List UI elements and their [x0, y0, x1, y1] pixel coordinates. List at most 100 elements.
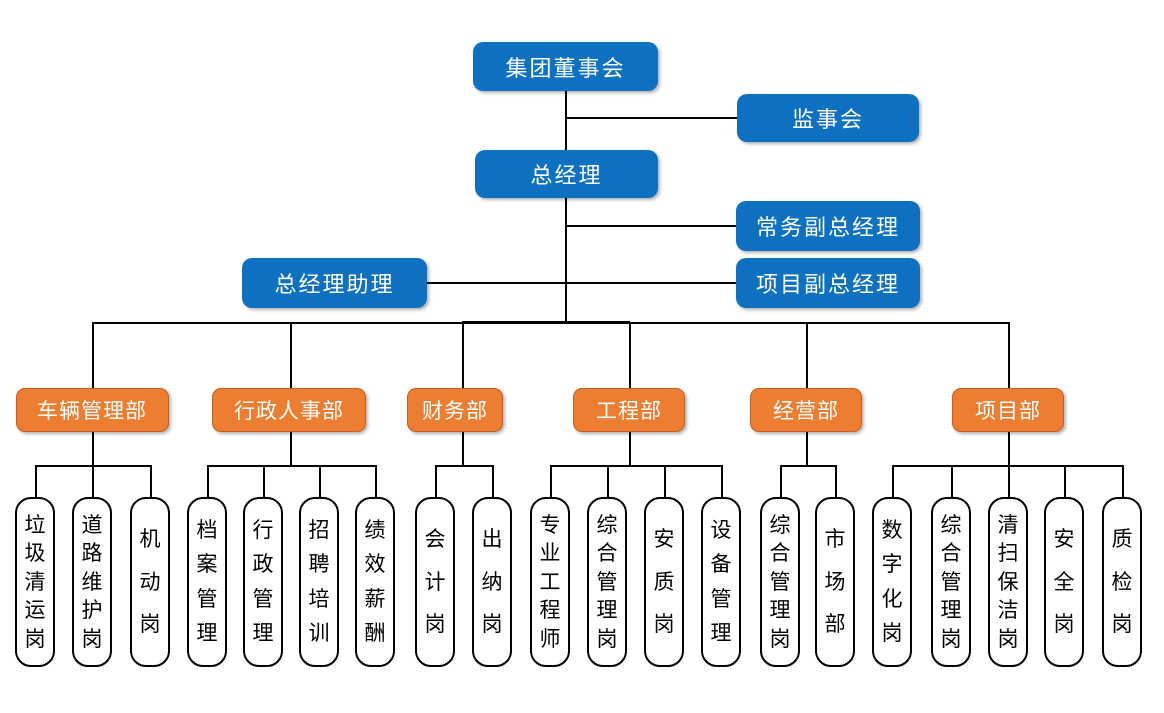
- position-char: 业: [539, 541, 561, 565]
- position-char: 理: [196, 620, 218, 645]
- position-char: 检: [1111, 569, 1133, 594]
- connector-line: [1122, 465, 1124, 497]
- position-char: 岗: [596, 626, 618, 651]
- position-char: 培: [308, 586, 330, 611]
- connector-line: [435, 465, 492, 467]
- position-char: 案: [196, 552, 218, 577]
- connector-line: [1064, 465, 1066, 497]
- node-gm-assistant: 总经理助理: [242, 258, 427, 308]
- position-node-3-0: 专业工程师: [530, 497, 570, 667]
- position-char: 行: [252, 518, 274, 543]
- connector-line: [565, 198, 567, 323]
- connector-line: [263, 465, 265, 497]
- position-node-5-2: 清扫保洁岗: [988, 497, 1028, 667]
- position-char: 扫: [997, 541, 1019, 565]
- department-label: 行政人事部: [234, 400, 344, 423]
- position-node-2-0: 会计岗: [415, 497, 455, 667]
- connector-line: [806, 322, 808, 388]
- department-label: 车辆管理部: [37, 400, 147, 423]
- department-label: 财务部: [422, 400, 488, 423]
- position-char: 管: [769, 569, 791, 594]
- position-char: 岗: [653, 612, 675, 637]
- connector-line: [92, 322, 94, 388]
- connector-line: [565, 91, 567, 151]
- position-char: 管: [252, 586, 274, 611]
- position-char: 备: [710, 552, 732, 577]
- position-char: 绩: [364, 518, 386, 543]
- position-node-0-2: 机动岗: [130, 497, 170, 667]
- connector-line: [35, 465, 37, 497]
- position-char: 机: [139, 526, 161, 551]
- node-general-manager: 总经理: [475, 150, 658, 198]
- position-char: 管: [196, 586, 218, 611]
- position-char: 薪: [364, 586, 386, 611]
- position-node-0-1: 道路维护岗: [72, 497, 112, 667]
- department-label: 项目部: [975, 400, 1041, 423]
- position-char: 化: [881, 586, 903, 611]
- connector-line: [207, 465, 375, 467]
- position-node-5-1: 综合管理岗: [931, 497, 971, 667]
- connector-line: [780, 465, 782, 497]
- position-char: 政: [252, 552, 274, 577]
- node-label: 总经理: [530, 163, 603, 188]
- connector-line: [721, 465, 723, 497]
- position-char: 岗: [940, 626, 962, 651]
- position-char: 合: [940, 541, 962, 565]
- position-node-1-1: 行政管理: [243, 497, 283, 667]
- position-char: 管: [596, 569, 618, 594]
- connector-line: [892, 465, 1122, 467]
- position-node-3-1: 综合管理岗: [587, 497, 627, 667]
- position-char: 出: [481, 526, 503, 551]
- position-char: 训: [308, 620, 330, 645]
- connector-line: [150, 465, 152, 497]
- position-char: 清: [24, 569, 46, 594]
- position-char: 理: [596, 598, 618, 622]
- position-node-4-1: 市场部: [815, 497, 855, 667]
- position-node-5-4: 质检岗: [1102, 497, 1142, 667]
- position-char: 安: [653, 526, 675, 551]
- position-node-4-0: 综合管理岗: [760, 497, 800, 667]
- position-char: 路: [81, 541, 103, 565]
- node-label: 常务副总经理: [755, 215, 900, 240]
- connector-line: [375, 465, 377, 497]
- position-char: 师: [539, 626, 561, 651]
- department-node-3: 工程部: [573, 388, 685, 432]
- connector-line: [664, 465, 666, 497]
- position-char: 清: [997, 512, 1019, 537]
- department-node-1: 行政人事部: [212, 388, 366, 432]
- position-char: 运: [24, 598, 46, 622]
- position-char: 岗: [1111, 612, 1133, 637]
- connector-line: [566, 225, 737, 227]
- position-char: 维: [81, 569, 103, 594]
- position-char: 设: [710, 518, 732, 543]
- connector-line: [1008, 465, 1010, 497]
- position-char: 岗: [1053, 612, 1075, 637]
- position-char: 档: [196, 518, 218, 543]
- position-char: 综: [769, 512, 791, 537]
- position-node-1-3: 绩效薪酬: [355, 497, 395, 667]
- connector-line: [92, 465, 94, 497]
- connector-line: [462, 322, 464, 388]
- position-char: 会: [424, 526, 446, 551]
- connector-line: [92, 432, 94, 465]
- connector-line: [629, 322, 631, 388]
- position-char: 岗: [81, 626, 103, 651]
- connector-line: [290, 322, 292, 388]
- connector-line: [550, 465, 552, 497]
- position-char: 岗: [481, 612, 503, 637]
- position-char: 理: [769, 598, 791, 622]
- position-char: 质: [653, 569, 675, 594]
- position-char: 计: [424, 569, 446, 594]
- department-node-5: 项目部: [952, 388, 1064, 432]
- position-char: 管: [710, 586, 732, 611]
- position-node-3-2: 安质岗: [644, 497, 684, 667]
- position-char: 部: [824, 612, 846, 637]
- department-node-4: 经营部: [750, 388, 862, 432]
- position-char: 理: [252, 620, 274, 645]
- node-label: 监事会: [791, 107, 864, 132]
- position-char: 综: [940, 512, 962, 537]
- position-char: 场: [824, 569, 846, 594]
- connector-line: [835, 465, 837, 497]
- connector-line: [550, 465, 721, 467]
